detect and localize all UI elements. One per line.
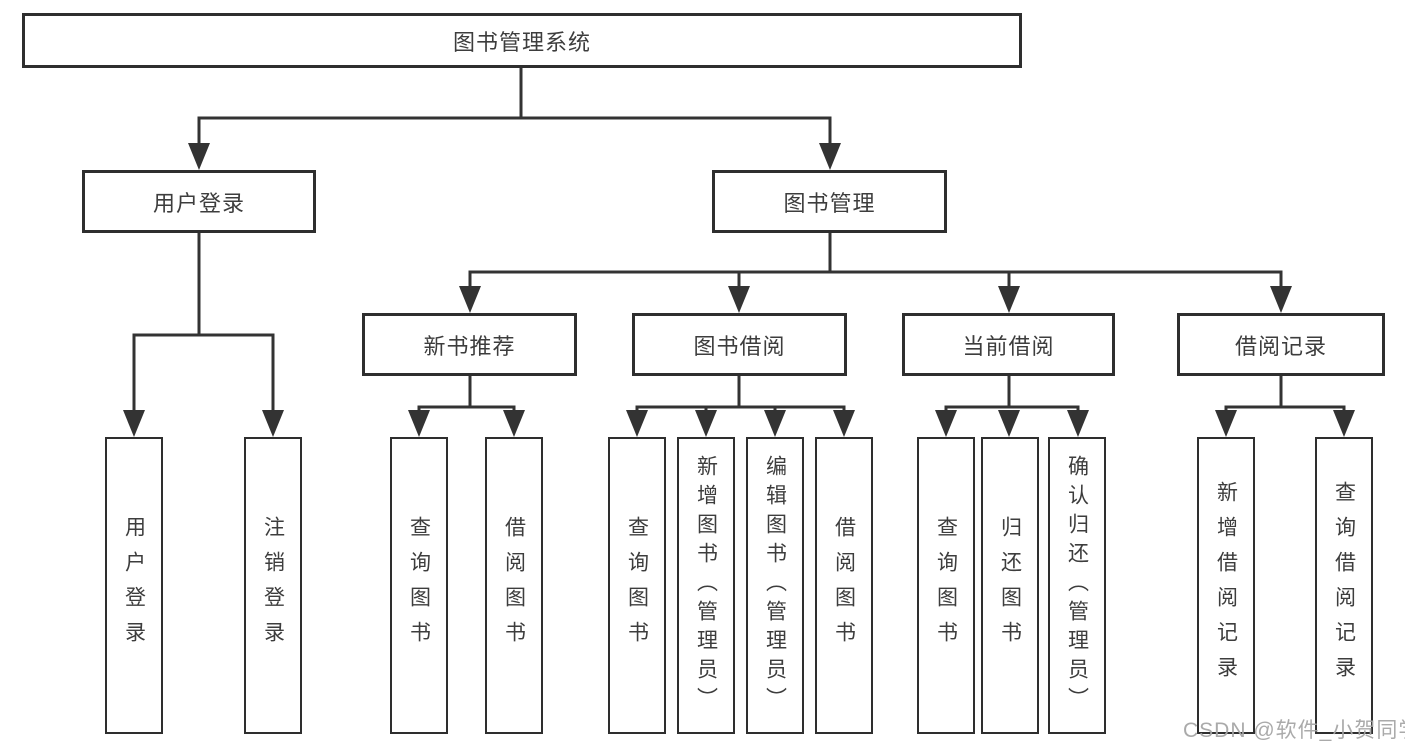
leaf-return-books: 归还图书 (981, 437, 1039, 734)
leaf-logout-label: 注销登录 (261, 515, 285, 656)
leaf-logout: 注销登录 (244, 437, 302, 734)
leaf-query-books-recommend-label: 查询图书 (407, 515, 431, 656)
node-user-login-label: 用户登录 (152, 190, 245, 216)
leaf-add-borrow-record-label: 新增借阅记录 (1214, 480, 1238, 691)
leaf-edit-books-admin-label: 编辑图书（管理员） (763, 455, 787, 716)
leaf-query-books-current-label: 查询图书 (934, 515, 958, 656)
leaf-borrow-books-label: 借阅图书 (832, 515, 856, 656)
node-new-book-recommend: 新书推荐 (362, 313, 577, 376)
node-root-system: 图书管理系统 (22, 13, 1022, 68)
leaf-edit-books-admin: 编辑图书（管理员） (746, 437, 804, 734)
node-borrow-records: 借阅记录 (1177, 313, 1385, 376)
node-borrow-records-label: 借阅记录 (1234, 333, 1327, 359)
leaf-confirm-return-admin: 确认归还（管理员） (1048, 437, 1106, 734)
leaf-user-login-label: 用户登录 (122, 515, 146, 656)
node-current-borrow-label: 当前借阅 (962, 333, 1055, 359)
leaf-borrow-books: 借阅图书 (815, 437, 873, 734)
node-user-login: 用户登录 (82, 170, 316, 233)
node-book-management: 图书管理 (712, 170, 947, 233)
leaf-user-login: 用户登录 (105, 437, 163, 734)
leaf-borrow-books-recommend: 借阅图书 (485, 437, 543, 734)
leaf-query-borrow-record-label: 查询借阅记录 (1332, 480, 1356, 691)
leaf-confirm-return-admin-label: 确认归还（管理员） (1065, 455, 1089, 716)
csdn-watermark: CSDN @软件_小贺同学 (1183, 719, 1405, 742)
node-book-management-label: 图书管理 (783, 190, 876, 216)
node-root-label: 图书管理系统 (452, 29, 591, 55)
leaf-query-books-current: 查询图书 (917, 437, 975, 734)
leaf-borrow-books-recommend-label: 借阅图书 (502, 515, 526, 656)
node-new-book-recommend-label: 新书推荐 (423, 333, 516, 359)
leaf-add-books-admin-label: 新增图书（管理员） (694, 455, 718, 716)
leaf-add-borrow-record: 新增借阅记录 (1197, 437, 1255, 734)
node-current-borrow: 当前借阅 (902, 313, 1115, 376)
leaf-query-books-borrow: 查询图书 (608, 437, 666, 734)
leaf-return-books-label: 归还图书 (998, 515, 1022, 656)
leaf-query-borrow-record: 查询借阅记录 (1315, 437, 1373, 734)
node-book-borrow: 图书借阅 (632, 313, 847, 376)
leaf-add-books-admin: 新增图书（管理员） (677, 437, 735, 734)
leaf-query-books-recommend: 查询图书 (390, 437, 448, 734)
leaf-query-books-borrow-label: 查询图书 (625, 515, 649, 656)
node-book-borrow-label: 图书借阅 (693, 333, 786, 359)
